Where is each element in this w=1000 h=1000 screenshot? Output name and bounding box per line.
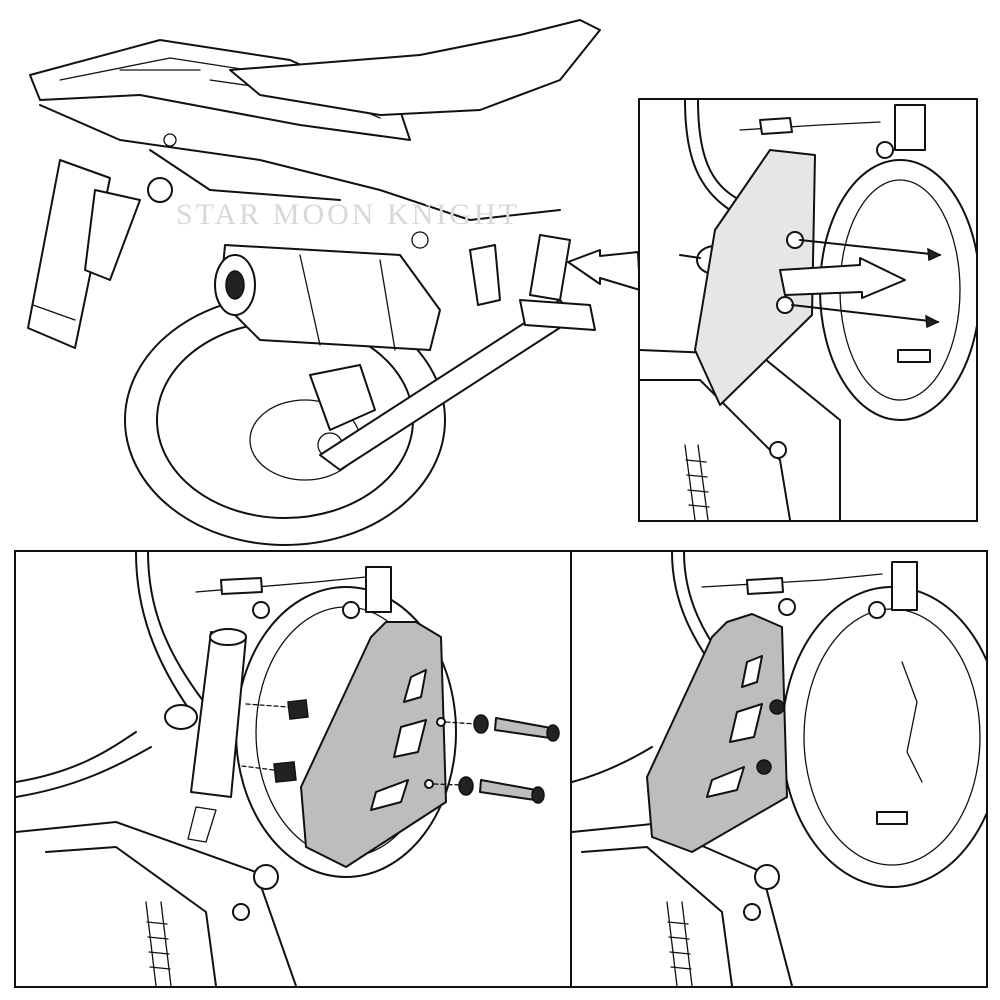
brake-hose — [135, 552, 192, 713]
exploded-view-drawing — [16, 552, 560, 986]
plate-bracket — [84, 189, 141, 281]
detail-closeup — [638, 98, 978, 522]
direction-arrow-top — [799, 239, 941, 256]
bolt-head-top — [769, 699, 785, 715]
lever-pivot — [894, 104, 926, 151]
lever-pivot — [365, 566, 392, 613]
cable-spring — [220, 577, 263, 595]
installed-result — [570, 550, 988, 988]
overview-illustration: STAR MOON KNIGHT — [0, 0, 640, 550]
license-plate — [27, 159, 111, 349]
rear-caliper — [309, 364, 376, 431]
exploded-installation — [14, 550, 572, 988]
guard-cutout-middle — [393, 719, 427, 758]
cable-spring — [759, 117, 793, 135]
heel-plate — [529, 234, 571, 301]
bolt-bottom — [479, 779, 537, 801]
motion-arrow — [779, 257, 906, 299]
cable — [701, 573, 883, 588]
callout-arrow — [567, 249, 640, 291]
frame-tube — [572, 823, 793, 986]
guard-cutout-bottom — [370, 779, 409, 811]
cable-spring — [746, 577, 784, 595]
bolt-top — [494, 717, 552, 739]
sprocket-guard-installed — [646, 613, 788, 853]
guard-position-highlight — [694, 149, 816, 406]
master-cylinder-detail — [640, 100, 976, 520]
motorcycle-rear-drawing — [27, 19, 640, 546]
footpeg — [519, 299, 596, 331]
spacer-bottom — [273, 761, 297, 783]
frame-tube — [16, 821, 297, 986]
bolt-head-bottom — [756, 759, 772, 775]
master-cylinder — [190, 631, 247, 798]
spacer-top — [287, 699, 309, 720]
lever-pivot — [891, 561, 918, 611]
mount-bolt-bottom — [776, 296, 794, 314]
washer-top — [473, 714, 489, 734]
pushrod — [187, 806, 217, 843]
luggage-rack — [29, 39, 411, 141]
washer-bottom — [458, 776, 474, 796]
direction-arrow-bottom — [791, 304, 939, 323]
guard-cutout-top — [403, 669, 427, 703]
installed-view-drawing — [572, 552, 986, 986]
guard-cutout-top — [741, 655, 763, 688]
rear-shock — [469, 244, 501, 306]
wheel-disc — [781, 586, 986, 888]
turn-signal — [147, 177, 173, 203]
watermark: STAR MOON KNIGHT — [176, 198, 520, 231]
banjo-fitting — [164, 704, 198, 730]
guard-cutout-middle — [729, 703, 763, 743]
guard-cutout-bottom — [706, 766, 745, 798]
brake-hose — [684, 100, 731, 211]
seat — [229, 19, 601, 116]
